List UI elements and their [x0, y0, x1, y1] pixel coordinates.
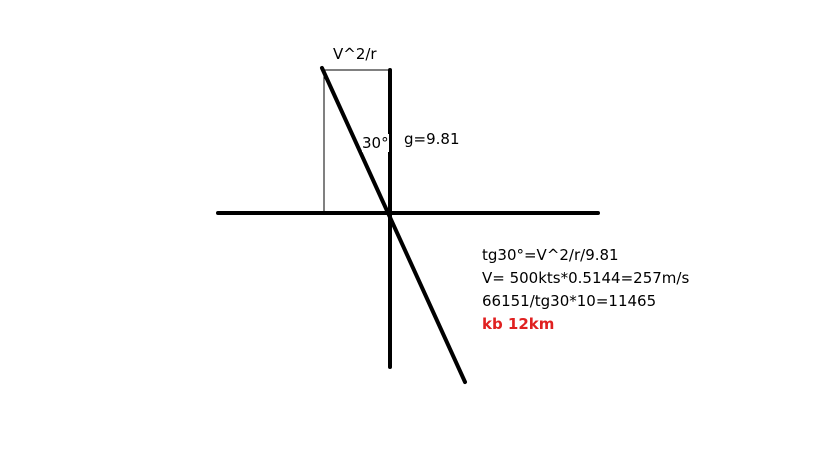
equations-block: tg30°=V^2/r/9.81 V= 500kts*0.5144=257m/s 6…	[482, 244, 689, 336]
result-line: kb 12km	[482, 315, 555, 333]
angle-label: 30°	[362, 134, 389, 152]
v-squared-over-r-label: V^2/r	[333, 45, 377, 63]
tilted-resultant-line	[320, 66, 467, 384]
equation-line: tg30°=V^2/r/9.81	[482, 246, 619, 264]
equation-line: 66151/tg30*10=11465	[482, 292, 657, 310]
equation-line: V= 500kts*0.5144=257m/s	[482, 269, 690, 287]
gravity-label: g=9.81	[404, 130, 460, 148]
